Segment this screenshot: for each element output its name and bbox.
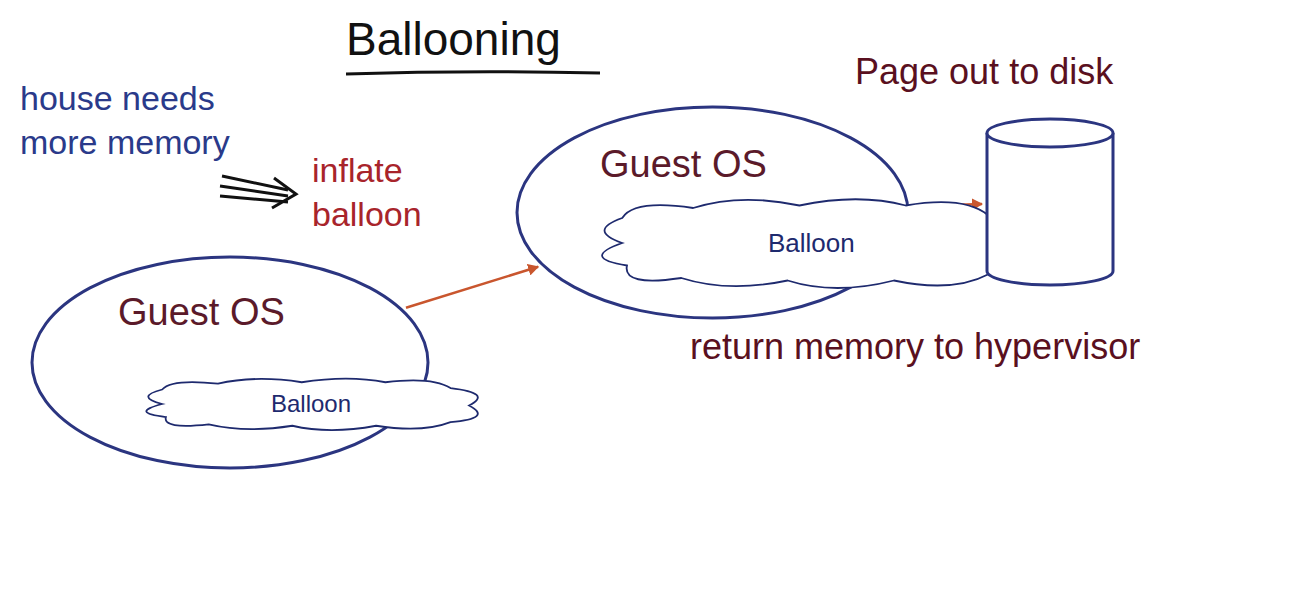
guest-os-ellipse-outline bbox=[30, 255, 430, 470]
annotation-text: inflate balloon bbox=[312, 148, 482, 236]
balloon-cloud: Balloon bbox=[575, 193, 1048, 293]
caption-note: return memory to hypervisor bbox=[690, 326, 1140, 368]
node-label: Guest OS bbox=[118, 291, 285, 334]
disk-cylinder: Page out to disk bbox=[985, 117, 1115, 287]
note-text: house needs more memory bbox=[20, 76, 270, 164]
balloon-cloud: Balloon bbox=[125, 375, 497, 433]
flow-arrow bbox=[406, 267, 538, 308]
disk-cylinder-outline bbox=[985, 117, 1115, 287]
node-label: Balloon bbox=[271, 390, 351, 418]
guest-os-ellipse: Guest OS Balloon bbox=[515, 105, 910, 320]
title: Ballooning bbox=[346, 12, 561, 66]
implies-arrow bbox=[220, 176, 296, 208]
node-label: Page out to disk bbox=[855, 51, 1113, 93]
guest-os-ellipse: Guest OS Balloon bbox=[30, 255, 430, 470]
title-underline bbox=[346, 72, 600, 74]
node-label: Guest OS bbox=[600, 143, 767, 186]
node-label: Balloon bbox=[768, 228, 855, 259]
